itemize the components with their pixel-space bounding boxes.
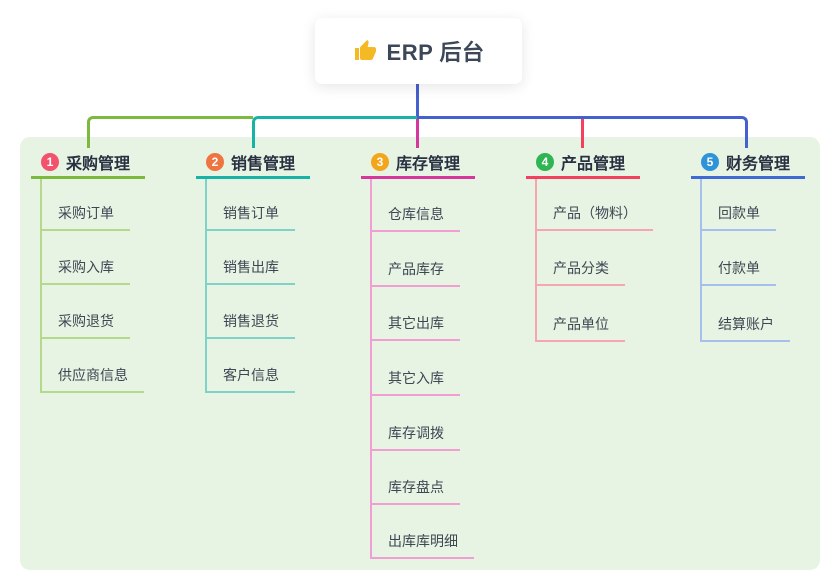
branch-node-5[interactable]: 5 财务管理: [691, 148, 805, 179]
child-node-label: 其它出库: [388, 315, 444, 331]
thumbs-up-icon: [354, 40, 376, 60]
connector-branch-2: [252, 116, 418, 148]
child-node-label: 结算账户: [718, 316, 774, 332]
child-node[interactable]: 产品分类: [535, 256, 625, 286]
branch-children-connector: [370, 179, 372, 559]
branch-node-2[interactable]: 2 销售管理: [196, 148, 310, 179]
child-node-label: 客户信息: [223, 367, 279, 383]
child-node-label: 其它入库: [388, 370, 444, 386]
child-node-label: 采购退货: [58, 313, 114, 329]
child-node[interactable]: 产品单位: [535, 312, 625, 342]
child-node[interactable]: 库存盘点: [370, 475, 460, 505]
branch-number-badge: 1: [41, 153, 59, 171]
child-node-label: 库存调拨: [388, 425, 444, 441]
child-node-label: 产品（物料）: [553, 205, 637, 221]
child-node-label: 库存盘点: [388, 479, 444, 495]
child-node[interactable]: 采购退货: [40, 309, 130, 339]
branch-number-badge: 4: [536, 153, 554, 171]
root-node[interactable]: ERP 后台: [315, 18, 522, 84]
child-node-label: 销售退货: [223, 313, 279, 329]
root-node-label: ERP 后台: [386, 40, 485, 65]
branch-node-label: 财务管理: [726, 156, 791, 173]
connector-branch-1: [87, 116, 253, 148]
root-connector: [416, 84, 419, 117]
branch-number-badge: 5: [701, 153, 719, 171]
child-node[interactable]: 销售退货: [205, 309, 295, 339]
branch-node-1[interactable]: 1 采购管理: [31, 148, 145, 179]
connector-branch-4: [581, 119, 584, 148]
child-node-label: 出库库明细: [388, 533, 458, 549]
child-node[interactable]: 出库库明细: [370, 529, 474, 559]
branch-children-connector: [205, 179, 207, 393]
branch-number-badge: 2: [206, 153, 224, 171]
child-node[interactable]: 产品（物料）: [535, 201, 653, 231]
child-node[interactable]: 库存调拨: [370, 421, 460, 451]
branch-children-connector: [700, 179, 702, 342]
branches-panel: [20, 137, 820, 570]
child-node[interactable]: 采购入库: [40, 255, 130, 285]
child-node[interactable]: 仓库信息: [370, 202, 460, 232]
child-node-label: 付款单: [718, 260, 760, 276]
child-node-label: 采购订单: [58, 205, 114, 221]
branch-node-3[interactable]: 3 库存管理: [361, 148, 475, 179]
child-node[interactable]: 回款单: [700, 201, 776, 231]
child-node[interactable]: 供应商信息: [40, 363, 144, 393]
connector-branch-5: [417, 116, 748, 148]
child-node-label: 仓库信息: [388, 206, 444, 222]
child-node[interactable]: 产品库存: [370, 257, 460, 287]
child-node-label: 供应商信息: [58, 367, 128, 383]
connector-branch-3: [416, 119, 419, 148]
child-node-label: 销售订单: [223, 205, 279, 221]
child-node-label: 产品分类: [553, 260, 609, 276]
branch-children-connector: [40, 179, 42, 393]
branch-node-label: 采购管理: [66, 156, 131, 173]
child-node-label: 产品库存: [388, 261, 444, 277]
child-node[interactable]: 采购订单: [40, 201, 130, 231]
child-node[interactable]: 其它出库: [370, 311, 460, 341]
branch-node-4[interactable]: 4 产品管理: [526, 148, 640, 179]
branch-children-connector: [535, 179, 537, 342]
child-node-label: 采购入库: [58, 259, 114, 275]
child-node[interactable]: 销售订单: [205, 201, 295, 231]
branch-number-badge: 3: [371, 153, 389, 171]
branch-node-label: 产品管理: [561, 156, 626, 173]
child-node-label: 产品单位: [553, 316, 609, 332]
child-node[interactable]: 结算账户: [700, 312, 790, 342]
child-node[interactable]: 客户信息: [205, 363, 295, 393]
branch-node-label: 销售管理: [231, 156, 296, 173]
branch-node-label: 库存管理: [396, 156, 461, 173]
child-node[interactable]: 付款单: [700, 256, 776, 286]
child-node[interactable]: 其它入库: [370, 366, 460, 396]
child-node[interactable]: 销售出库: [205, 255, 295, 285]
child-node-label: 销售出库: [223, 259, 279, 275]
child-node-label: 回款单: [718, 205, 760, 221]
